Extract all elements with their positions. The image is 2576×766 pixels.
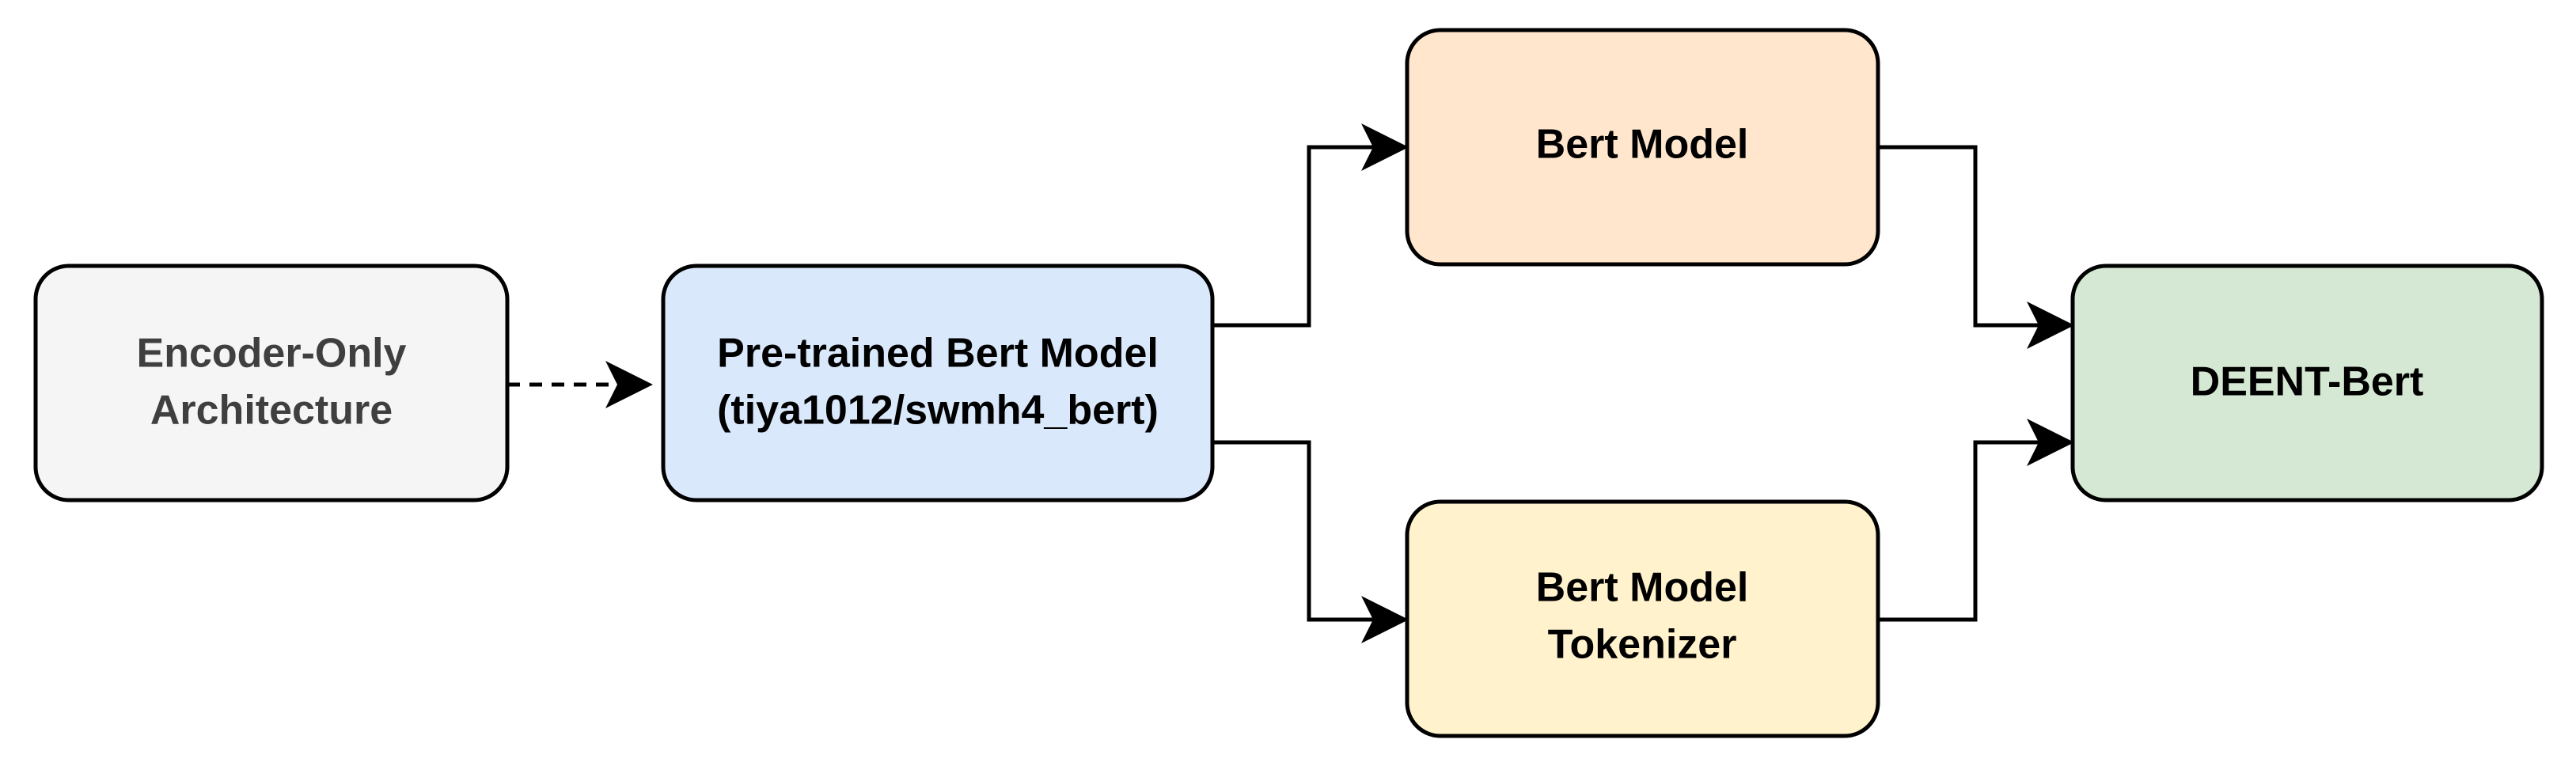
node-tokenizer-box — [1405, 499, 1880, 738]
node-bert-model-box — [1405, 28, 1880, 267]
node-deent-bert: DEENT-Bert — [2070, 264, 2544, 502]
node-tokenizer-label-line-1: Bert Model — [1536, 565, 1749, 611]
node-tokenizer: Bert Model Tokenizer — [1405, 499, 1880, 738]
node-encoder-only: Encoder-Only Architecture — [33, 264, 510, 502]
node-encoder-only-box — [33, 264, 510, 502]
node-tokenizer-label-line-2: Tokenizer — [1548, 622, 1737, 668]
node-pretrained-bert: Pre-trained Bert Model (tiya1012/swmh4_b… — [661, 264, 1215, 502]
edges — [507, 123, 2074, 643]
edge-pretrained-to-tokenizer — [1212, 440, 1409, 643]
node-bert-model-label: Bert Model — [1536, 122, 1749, 168]
node-encoder-only-label-line-1: Encoder-Only — [137, 331, 407, 377]
node-deent-bert-box — [2070, 264, 2544, 502]
node-pretrained-bert-label-line-2: (tiya1012/swmh4_bert) — [717, 388, 1159, 434]
node-pretrained-bert-box — [661, 264, 1215, 502]
node-encoder-only-label-line-2: Architecture — [150, 388, 393, 434]
edge-pretrained-to-bert-model — [1212, 123, 1409, 328]
node-bert-model: Bert Model — [1405, 28, 1880, 267]
edge-bert-model-to-deent — [1878, 145, 2074, 349]
node-deent-bert-label: DEENT-Bert — [2191, 359, 2424, 405]
edge-tokenizer-to-deent — [1878, 419, 2074, 622]
node-pretrained-bert-label-line-1: Pre-trained Bert Model — [717, 331, 1159, 377]
